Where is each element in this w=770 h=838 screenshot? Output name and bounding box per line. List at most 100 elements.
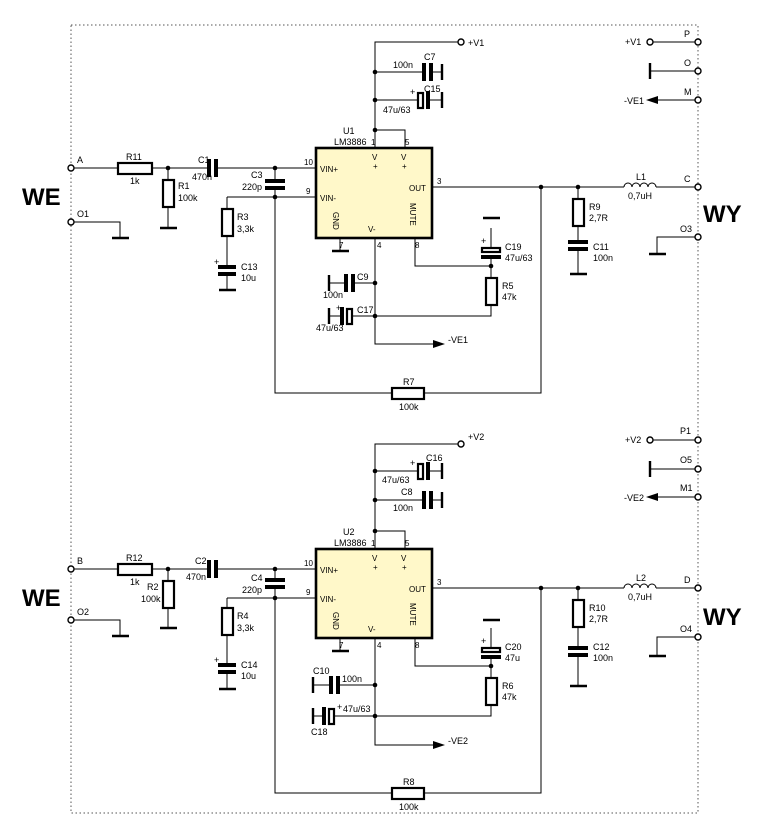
wire-r5-bottom — [375, 305, 492, 317]
terminal-b-label: B — [77, 556, 83, 566]
r3-ref: R3 — [237, 212, 249, 222]
u1-pin-4: 4 — [377, 241, 382, 250]
r1-resistor — [161, 178, 176, 209]
terminal-m1-label: M1 — [680, 483, 693, 493]
u2-pin-10: 10 — [304, 559, 313, 568]
r10-resistor — [571, 598, 586, 629]
wire-pin8-b — [414, 638, 491, 667]
wire-ve1-rail — [374, 238, 433, 345]
r5-ref: R5 — [502, 281, 514, 291]
c13-value: 10u — [241, 273, 256, 283]
u1-pin-8: 8 — [415, 241, 420, 250]
terminal-v1-side — [646, 38, 654, 46]
c7-ref: C7 — [424, 52, 436, 62]
r3-resistor — [220, 207, 235, 238]
c4-value: 220p — [242, 585, 262, 595]
u1-pin-vinminus: VIN- — [320, 194, 336, 203]
u2-name: U2 — [343, 527, 355, 537]
junction-pin1 — [372, 127, 378, 133]
wire-feedback-return-b — [424, 588, 542, 794]
v1-side-label: +V1 — [625, 37, 641, 47]
r4-ref: R4 — [237, 611, 249, 621]
terminal-d-label: D — [684, 575, 691, 585]
r10-ref: R10 — [589, 603, 606, 613]
ic-u1 — [314, 146, 434, 240]
c8-ref: C8 — [401, 487, 413, 497]
u1-pin-plus-left: + — [373, 162, 378, 171]
u1-pin-5: 5 — [405, 138, 410, 147]
u1-pin-vinplus: VIN+ — [320, 165, 338, 174]
c12-ref: C12 — [593, 642, 610, 652]
r11-ref: R11 — [126, 152, 142, 162]
c3-ref: C3 — [251, 170, 263, 180]
wire-pin1-pin5-b — [375, 530, 406, 549]
c11-value: 100n — [593, 253, 613, 263]
c18-plus: + — [337, 702, 342, 712]
channel-bottom: WE WY B O2 R12 1k R2 100k C2 470n C4 220… — [22, 426, 742, 812]
c14-ref: C14 — [241, 660, 258, 670]
c17-ref: C17 — [357, 305, 374, 315]
u1-part: LM3886 — [334, 137, 367, 147]
u2-part: LM3886 — [334, 538, 367, 548]
terminal-a — [67, 164, 75, 172]
terminal-o — [694, 67, 702, 75]
terminal-c-label: C — [684, 174, 691, 184]
r1-ref: R1 — [178, 181, 190, 191]
ve1-side-label: -VE1 — [624, 96, 644, 106]
c10-value: 100n — [342, 674, 362, 684]
ve2-side-label: -VE2 — [624, 493, 644, 503]
wire-ve2-rail — [374, 638, 433, 746]
u2-pin-9: 9 — [306, 588, 311, 597]
c2-value: 470n — [186, 572, 206, 582]
u1-pin-3: 3 — [437, 177, 442, 186]
c19-plus: + — [481, 236, 486, 246]
u2-pin-mute: MUTE — [408, 603, 417, 626]
c16-plus: + — [410, 458, 415, 468]
c15-plus: + — [410, 87, 415, 97]
c19-value: 47u/63 — [505, 253, 533, 263]
ve1-side-arrow — [646, 96, 658, 104]
terminal-o3 — [694, 233, 702, 241]
c20-value: 47u — [505, 653, 520, 663]
u2-pin-gnd: GND — [331, 612, 340, 630]
u2-pin-out: OUT — [409, 585, 426, 594]
terminal-o2-label: O2 — [77, 607, 89, 617]
c18-plate-right — [327, 707, 336, 726]
c20-plus: + — [481, 636, 486, 646]
wire-o1-ground — [74, 221, 121, 237]
u1-pin-out: OUT — [409, 184, 426, 193]
terminal-m — [694, 96, 702, 104]
r2-value: 100k — [141, 594, 161, 604]
u2-pin-v-right: V — [401, 554, 407, 563]
r8-resistor — [390, 786, 426, 801]
r9-value: 2,7R — [589, 213, 609, 223]
terminal-v2-side — [646, 436, 654, 444]
wire-pin1-pin5 — [375, 129, 406, 148]
u2-pin-plus-right: + — [402, 563, 407, 572]
u2-pin-7: 7 — [339, 641, 344, 650]
c9-value: 100n — [323, 290, 343, 300]
c16-plate-left — [416, 462, 425, 481]
wire-v1-rail — [374, 41, 458, 148]
board-outline — [70, 24, 699, 814]
u1-pin-10: 10 — [304, 158, 313, 167]
r9-resistor — [571, 197, 586, 228]
terminal-d — [694, 584, 702, 592]
c15-ref: C15 — [424, 84, 441, 94]
u1-pin-plus-right: + — [402, 162, 407, 171]
l2-ref: L2 — [636, 573, 646, 583]
terminal-m-label: M — [684, 87, 692, 97]
c13-plus: + — [214, 257, 219, 267]
r6-ref: R6 — [502, 681, 514, 691]
r7-ref: R7 — [403, 377, 415, 387]
u1-pin-vminus: V- — [368, 225, 376, 234]
u2-pin-1: 1 — [371, 539, 376, 548]
c14-value: 10u — [241, 671, 256, 681]
terminal-p — [694, 38, 702, 46]
u2-pin-plus-left: + — [373, 563, 378, 572]
label-we-top: WE — [22, 184, 61, 211]
terminal-p1 — [694, 436, 702, 444]
wire-o2-ground — [74, 619, 121, 635]
r12-resistor — [116, 562, 154, 577]
